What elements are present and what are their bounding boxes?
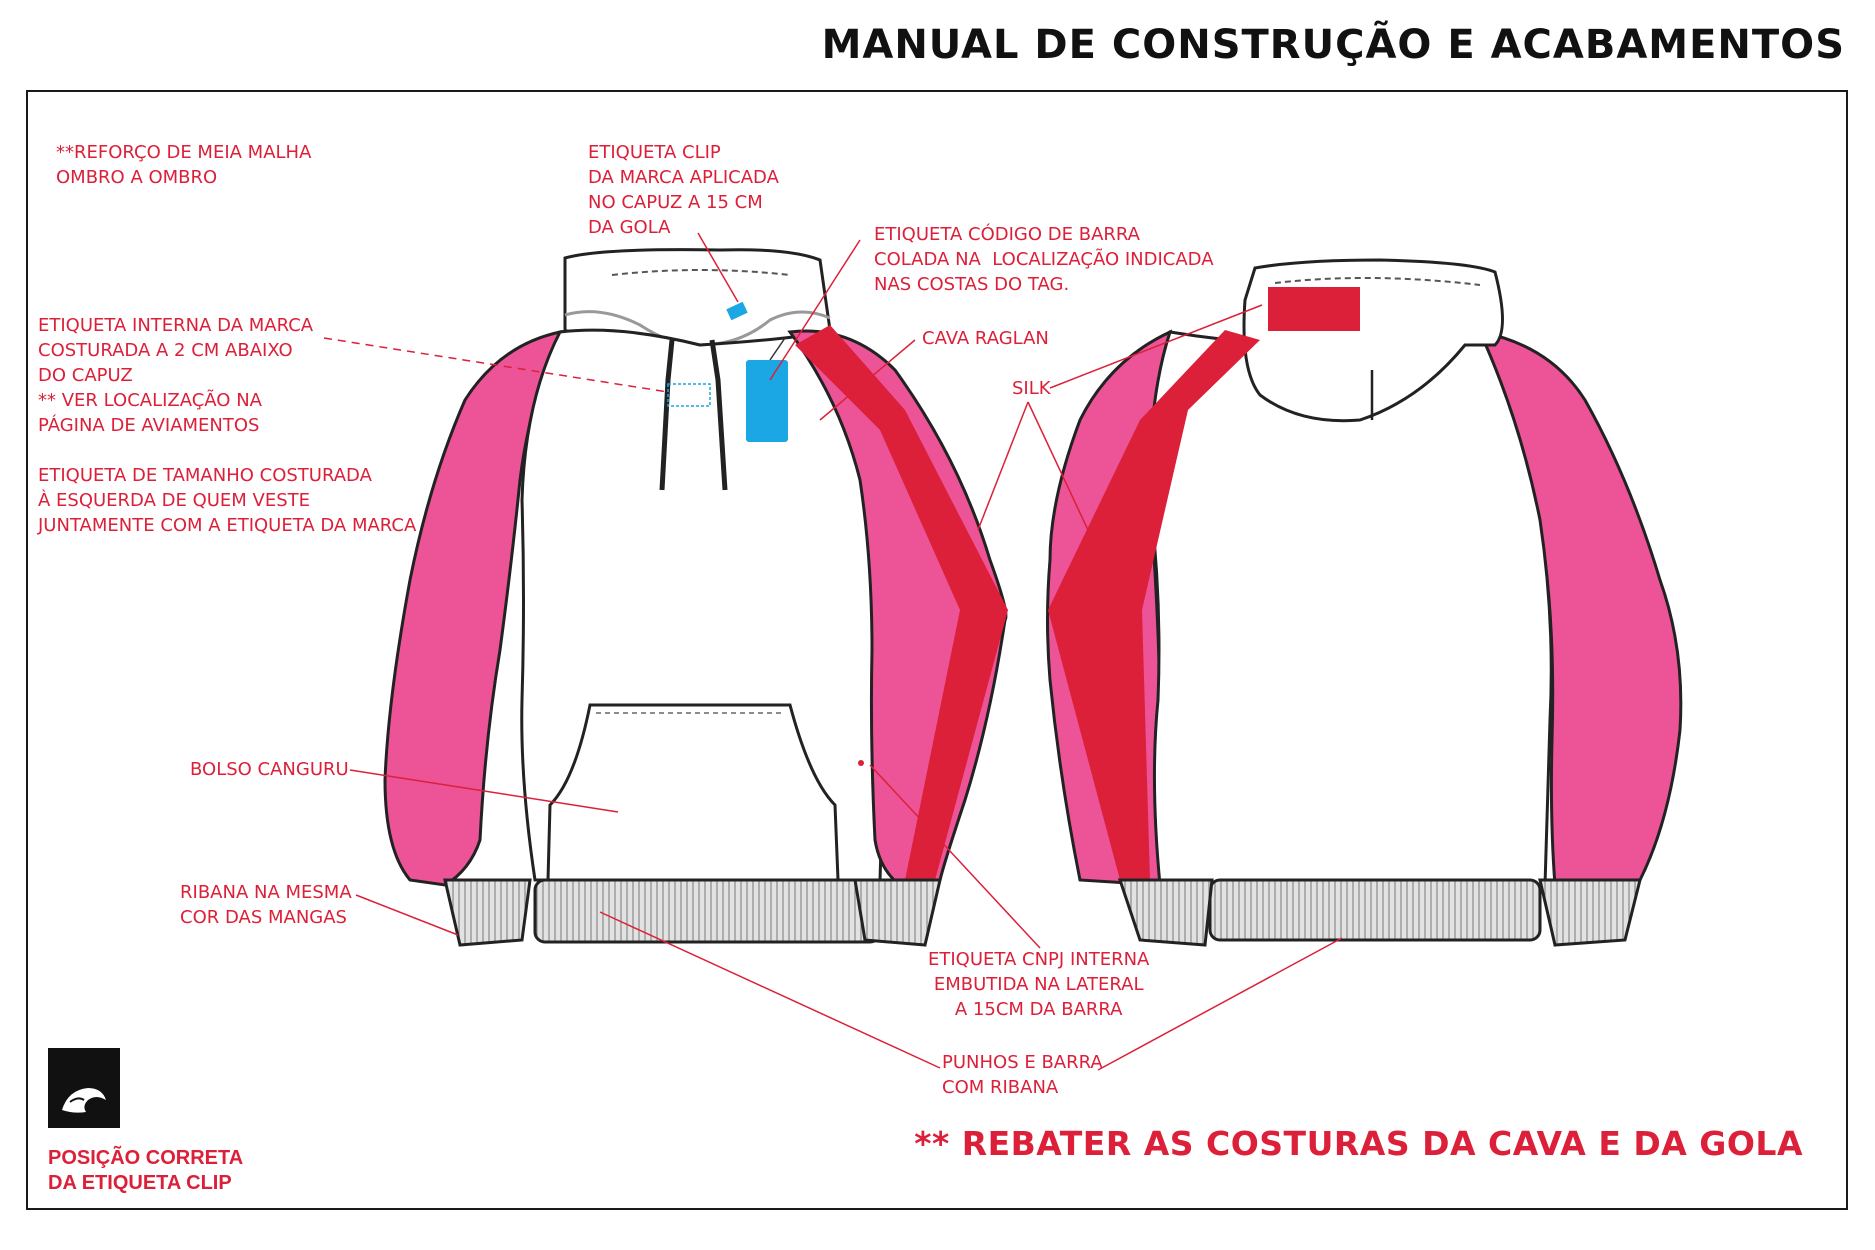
front-left-sleeve — [383, 329, 563, 887]
back-left-cuff — [1117, 878, 1214, 947]
back-right-cuff — [1538, 878, 1642, 947]
brand-wave-logo-icon — [48, 1048, 120, 1128]
cnpj-label-point — [858, 760, 864, 766]
label-reforco: **REFORÇO DE MEIA MALHA OMBRO A OMBRO — [56, 142, 312, 188]
label-etiqueta-interna: ETIQUETA INTERNA DA MARCA COSTURADA A 2 … — [38, 315, 314, 436]
kangaroo-pocket — [546, 703, 840, 882]
back-silk-print — [1268, 287, 1360, 331]
front-hoodie — [383, 248, 1008, 947]
drawing-frame — [26, 90, 1848, 1210]
label-etiqueta-tamanho: ETIQUETA DE TAMANHO COSTURADA À ESQUERDA… — [38, 465, 417, 536]
front-waist-rib — [533, 878, 882, 944]
label-bolso-canguru: BOLSO CANGURU — [190, 759, 349, 780]
front-silk-stripe — [795, 325, 1008, 880]
label-codigo-barra: ETIQUETA CÓDIGO DE BARRA COLADA NA LOCAL… — [874, 224, 1214, 295]
label-ribana: RIBANA NA MESMA COR DAS MANGAS — [180, 882, 352, 928]
sewing-note: ** REBATER AS COSTURAS DA CAVA E DA GOLA — [914, 1124, 1803, 1163]
front-right-cuff — [853, 878, 942, 947]
front-left-cuff — [443, 878, 532, 947]
page-title: MANUAL DE CONSTRUÇÃO E ACABAMENTOS — [821, 22, 1845, 68]
back-hoodie — [1046, 258, 1683, 947]
clip-label — [726, 301, 748, 321]
label-cava-raglan: CAVA RAGLAN — [922, 328, 1049, 349]
label-silk: SILK — [1012, 378, 1051, 399]
label-etiqueta-clip: ETIQUETA CLIP DA MARCA APLICADA NO CAPUZ… — [588, 142, 779, 238]
inner-brand-label — [667, 383, 711, 407]
label-punhos: PUNHOS E BARRA COM RIBANA — [942, 1052, 1103, 1098]
label-cnpj: ETIQUETA CNPJ INTERNA EMBUTIDA NA LATERA… — [928, 949, 1150, 1020]
leader-lines — [323, 232, 1343, 1071]
back-silk-stripe — [1048, 330, 1260, 880]
hang-tag — [746, 360, 788, 442]
back-waist-rib — [1208, 878, 1542, 942]
clip-position-caption: POSIÇÃO CORRETA DA ETIQUETA CLIP — [48, 1147, 244, 1194]
